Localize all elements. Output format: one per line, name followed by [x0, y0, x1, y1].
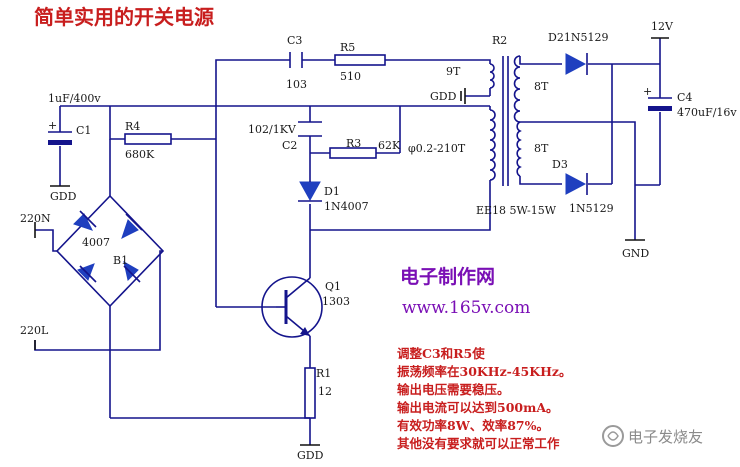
c2-value: 102/1KV — [248, 123, 297, 136]
output-12v-terminal: 12V — [651, 20, 674, 39]
ground-gnd: GND — [622, 239, 649, 260]
bridge-rectifier-b1: 4007 B1 — [55, 194, 165, 308]
c2-ref: C2 — [282, 139, 297, 152]
r3-ref: R3 — [346, 137, 361, 150]
fb-turns-label: 9T — [446, 65, 461, 78]
c1-plus: + — [48, 119, 57, 132]
note-line: 调整C3和R5使 — [397, 346, 485, 361]
gdd-label-r1: GDD — [297, 449, 324, 462]
r1-ref: R1 — [316, 367, 331, 380]
note-line: 有效功率8W、效率87%。 — [397, 418, 549, 433]
bridge-value: 4007 — [82, 236, 110, 249]
c1-value: 1uF/400v — [48, 92, 101, 105]
d2-label: D21N5129 — [548, 31, 608, 44]
c4-ref: C4 — [677, 91, 692, 104]
watermark: 电子发烧友 — [602, 425, 703, 447]
c3-ref: C3 — [287, 34, 302, 47]
input-220n-terminal: 220N — [20, 212, 51, 238]
d1-value: 1N4007 — [324, 200, 369, 213]
note-line: 振荡频率在30KHz-45KHz。 — [397, 364, 572, 379]
transformer-r2: R2 9T 8T 8T φ0.2-210T EE18 5W-15W — [408, 34, 557, 217]
sec-turns-1-label: 8T — [534, 80, 549, 93]
bridge-ref: B1 — [113, 254, 128, 267]
d1-ref: D1 — [324, 185, 340, 198]
wire-spec-label: φ0.2-210T — [408, 142, 466, 155]
resistor-r5: R5 510 — [334, 41, 386, 83]
ground-gdd-c1: GDD — [50, 185, 77, 203]
watermark-logo-icon — [602, 425, 624, 447]
capacitor-c4: + C4 470uF/16v — [643, 85, 737, 119]
capacitor-c3: C3 103 — [286, 34, 307, 91]
diode-d1: D1 1N4007 — [298, 176, 369, 213]
gnd-label: GND — [622, 247, 649, 260]
notes-block: 调整C3和R5使 振荡频率在30KHz-45KHz。 输出电压需要稳压。 输出电… — [397, 346, 572, 451]
note-line: 输出电压需要稳压。 — [397, 382, 510, 397]
resistor-r4: R4 680K — [124, 120, 172, 161]
input-220l-label: 220L — [20, 324, 49, 337]
sec-turns-2-label: 8T — [534, 142, 549, 155]
gdd-label-feedback: GDD — [430, 90, 457, 103]
r4-value: 680K — [125, 148, 155, 161]
c4-plus: + — [643, 85, 652, 98]
wiring — [34, 38, 661, 445]
capacitor-c2: 102/1KV C2 — [248, 121, 322, 152]
r4-ref: R4 — [125, 120, 140, 133]
q1-ref: Q1 — [325, 280, 341, 293]
core-label: EE18 5W-15W — [476, 204, 557, 217]
r5-value: 510 — [340, 70, 361, 83]
ground-gdd-feedback: GDD — [430, 88, 466, 104]
d3-value: 1N5129 — [569, 202, 614, 215]
c3-value: 103 — [286, 78, 307, 91]
site-url: www.165v.com — [402, 298, 530, 318]
d3-ref: D3 — [552, 158, 568, 171]
capacitor-c1: + C1 1uF/400v — [48, 92, 101, 145]
ground-gdd-r1: GDD — [297, 444, 324, 462]
diagram-title: 简单实用的开关电源 — [34, 5, 214, 29]
transistor-q1: Q1 1303 — [261, 276, 350, 338]
note-line: 输出电流可以达到500mA。 — [397, 400, 559, 415]
watermark-text: 电子发烧友 — [628, 428, 703, 446]
c4-value: 470uF/16v — [677, 106, 737, 119]
diode-d3: D3 1N5129 — [552, 158, 614, 215]
r2-ref: R2 — [492, 34, 507, 47]
q1-value: 1303 — [322, 295, 350, 308]
input-220l-terminal: 220L — [20, 324, 49, 350]
r3-value: 62K — [378, 139, 401, 152]
site-name: 电子制作网 — [400, 265, 495, 288]
c1-ref: C1 — [76, 124, 91, 137]
resistor-r1: R1 12 — [304, 367, 332, 419]
resistor-r3: R3 62K — [329, 137, 401, 159]
diode-d2: D21N5129 — [548, 31, 608, 75]
r5-ref: R5 — [340, 41, 355, 54]
r1-value: 12 — [318, 385, 332, 398]
note-line: 其他没有要求就可以正常工作 — [397, 436, 560, 451]
input-220n-label: 220N — [20, 212, 51, 225]
gdd-label-c1: GDD — [50, 190, 77, 203]
output-12v-label: 12V — [651, 20, 674, 33]
